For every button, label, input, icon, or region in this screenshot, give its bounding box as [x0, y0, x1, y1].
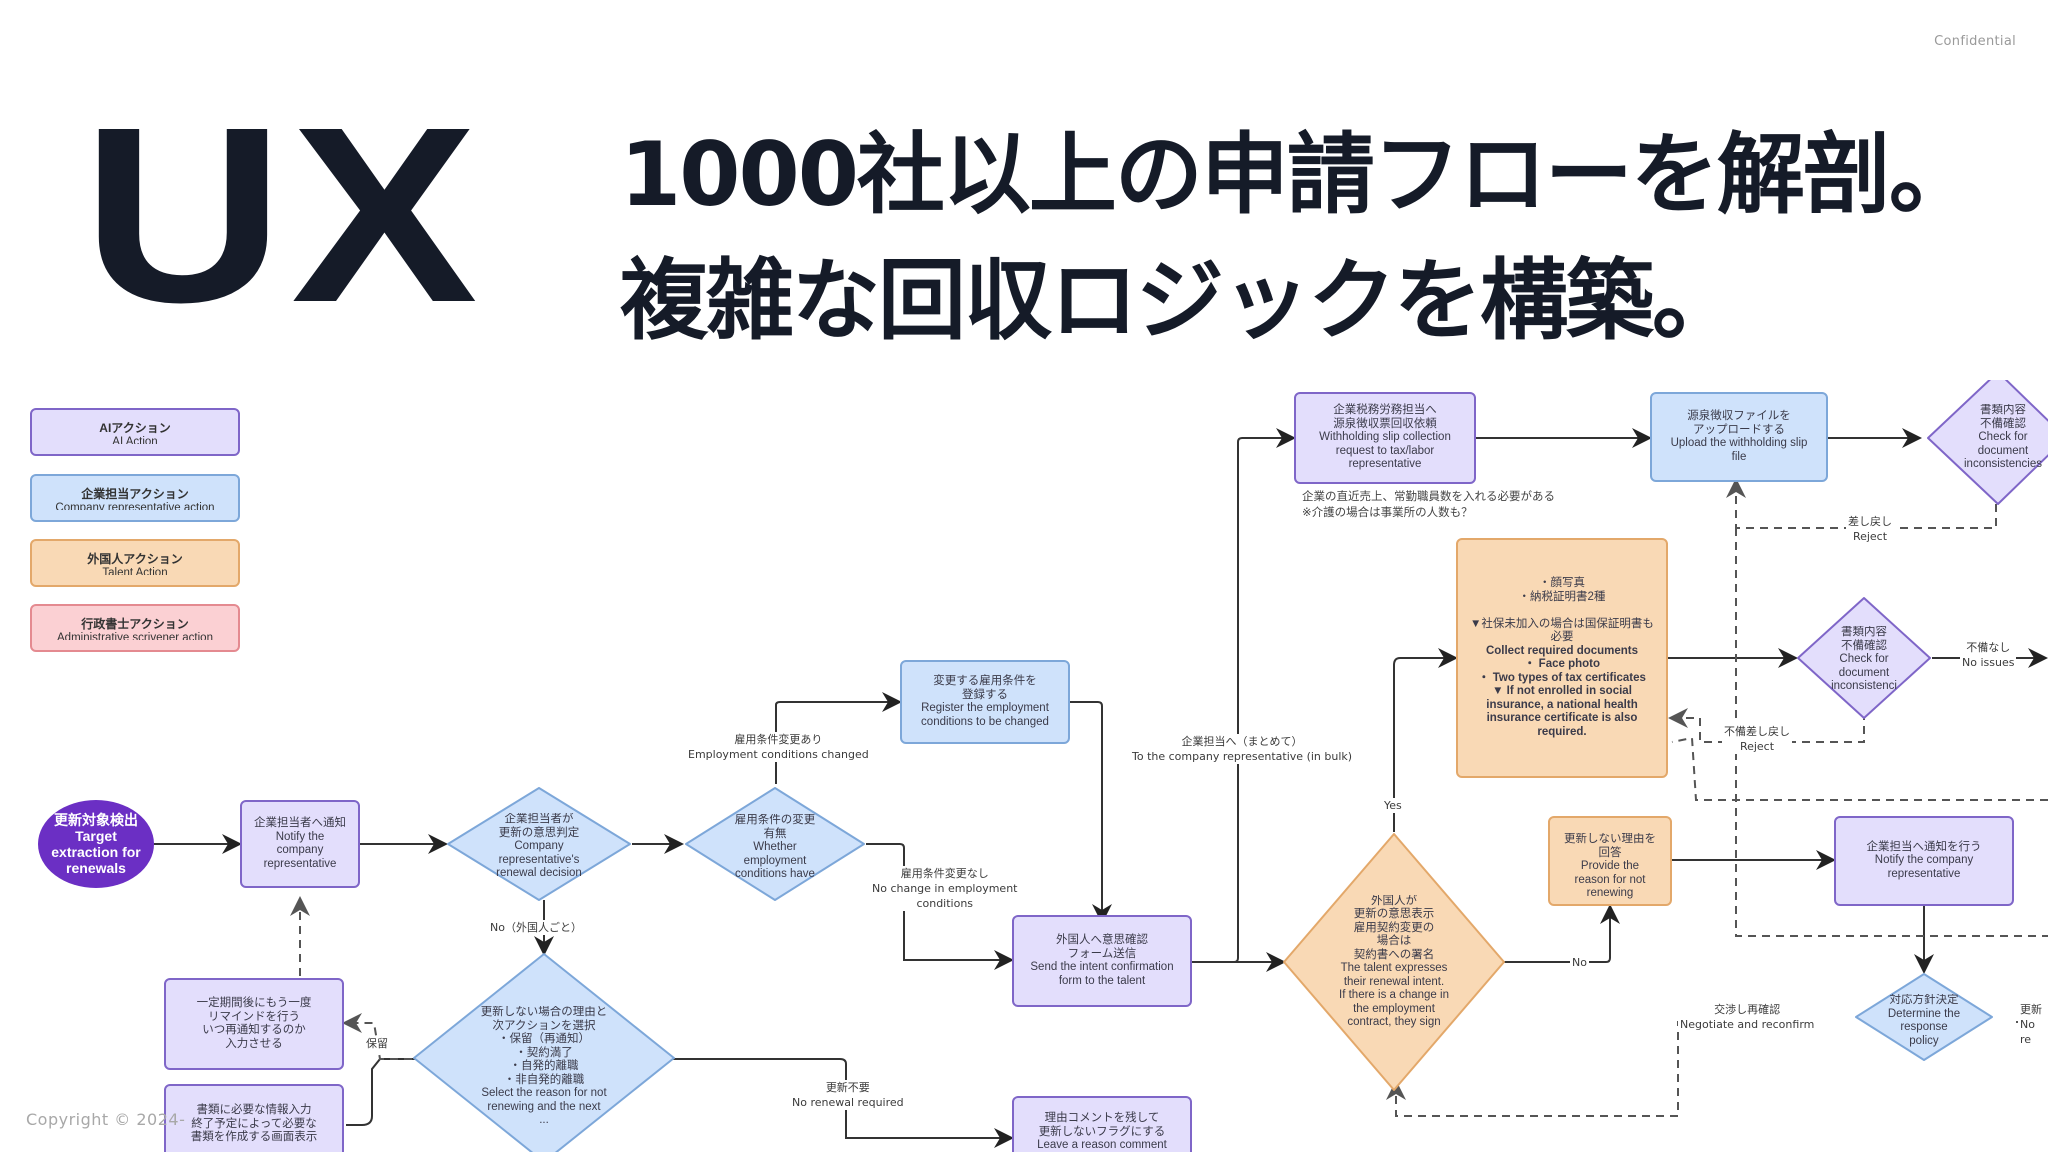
node-text: 更新しない理由を 回答 Provide the reason for not r… [1564, 833, 1656, 900]
edge-no [1504, 904, 1620, 963]
edge-label-no-per-talent: No（外国人ごと） [488, 920, 584, 935]
edge-label-no: No [1570, 955, 1589, 970]
node-remind-later[interactable]: 一定期間後にもう一度 リマインドを行う いつ再通知するのか 入力させる [164, 978, 344, 1070]
decision-talent-intent[interactable]: 外国人が 更新の意思表示 雇用契約変更の 場合は 契約書への署名 The tal… [1282, 832, 1506, 1092]
legend-admin-action: 行政書士アクション Administrative scrivener actio… [30, 604, 240, 652]
edge-nochange [866, 843, 1014, 970]
node-upload-slip[interactable]: 源泉徴収ファイルを アップロードする Upload the withholdin… [1650, 392, 1828, 482]
edge-changed [775, 692, 902, 784]
legend-label: AIアクション [99, 420, 171, 435]
legend-company-action: 企業担当アクション Company representative action [30, 474, 240, 522]
confidential-label: Confidential [1934, 34, 2016, 49]
decision-text: 雇用条件の変更 有無 Whether employment conditions… [734, 814, 816, 881]
legend-talent-action: 外国人アクション Talent Action [30, 539, 240, 587]
legend-sublabel: Talent Action [102, 566, 168, 575]
edge-label-no-change: 雇用条件変更なし No change in employment conditi… [870, 866, 1020, 911]
edge-upload-loop [1735, 528, 2048, 937]
node-notify-company[interactable]: 企業担当へ通知を行う Notify the company representa… [1834, 816, 2014, 906]
flow-diagram: AIアクション AI Action 企業担当アクション Company repr… [0, 380, 2048, 1152]
node-collect-documents[interactable]: ・顔写真 ・納税証明書2種 ▼社保未加入の場合は国保証明書も 必要 Collec… [1456, 538, 1668, 778]
edge-label-negotiate: 交渉し再確認 Negotiate and reconfirm [1678, 1002, 1817, 1032]
decision-conditions-changed[interactable]: 雇用条件の変更 有無 Whether employment conditions… [684, 786, 866, 902]
legend-label: 企業担当アクション [81, 486, 189, 501]
legend-sublabel: AI Action [112, 435, 158, 444]
node-leave-comment[interactable]: 理由コメントを残して 更新しないフラグにする Leave a reason co… [1012, 1096, 1192, 1152]
edge-doc-input-loop [346, 1058, 680, 1126]
headline-line-1: 1000社以上の申請フローを解剖。 [620, 123, 1977, 226]
node-notify-rep[interactable]: 企業担当者へ通知 Notify the company representati… [240, 800, 360, 888]
withholding-note: 企業の直近売上、常勤職員数を入れる必要がある ※介護の場合は事業所の人数も？ [1302, 489, 1555, 519]
decision-text: 書類内容 不備確認 Check for document inconsisten… [1964, 404, 2042, 471]
edge-hold [342, 1013, 412, 1060]
edge-reject-mid2 [1671, 736, 2048, 801]
edge-label-reject-top: 差し戻し Reject [1846, 514, 1894, 544]
decision-response-policy[interactable]: 対応方針決定 Determine the response policy [1854, 972, 1994, 1062]
edge-label-to-company-bulk: 企業担当へ（まとめて） To the company representativ… [1130, 734, 1355, 764]
edge-label-yes: Yes [1382, 798, 1404, 813]
edge-label-hold: 保留 [364, 1036, 390, 1051]
edge-label-no-renewal-required: 更新不要 No renewal required [790, 1080, 906, 1110]
decision-text: 企業担当者が 更新の意思判定 Company representative's … [496, 813, 582, 880]
node-send-intent-form[interactable]: 外国人へ意思確認 フォーム送信 Send the intent confirma… [1012, 915, 1192, 1007]
legend-ai-action: AIアクション AI Action [30, 408, 240, 456]
legend-label: 外国人アクション [87, 551, 183, 566]
node-doc-input[interactable]: 書類に必要な情報入力 終了予定によって必要な 書類を作成する画面表示 [164, 1084, 344, 1152]
decision-select-reason[interactable]: 更新しない場合の理由と 次アクションを選択 ・保留（再通知） ・契約満了 ・自発… [412, 952, 676, 1152]
edge-label-conditions-changed: 雇用条件変更あり Employment conditions changed [686, 732, 871, 762]
decision-rep-renewal[interactable]: 企業担当者が 更新の意思判定 Company representative's … [446, 786, 632, 902]
decision-check-docs-mid[interactable]: 書類内容 不備確認 Check for document inconsisten… [1796, 596, 1932, 720]
ux-title: UX [82, 75, 485, 354]
decision-check-docs-top[interactable]: 書類内容 不備確認 Check for document inconsisten… [1918, 380, 2048, 506]
node-provide-reason[interactable]: 更新しない理由を 回答 Provide the reason for not r… [1548, 816, 1672, 906]
headline-line-2: 複雑な回収ロジックを構築。 [620, 249, 1740, 352]
edge-label-no-issues: 不備なし No issues [1960, 640, 2017, 670]
collect-docs-jp: ・顔写真 ・納税証明書2種 ▼社保未加入の場合は国保証明書も 必要 [1470, 577, 1654, 643]
edge-label-no-renewal-right: 更新 No re [2018, 1002, 2048, 1047]
decision-text: 更新しない場合の理由と 次アクションを選択 ・保留（再通知） ・契約満了 ・自発… [480, 1006, 608, 1127]
node-withholding-request[interactable]: 企業税務労務担当へ 源泉徴収票回収依頼 Withholding slip col… [1294, 392, 1476, 484]
headline: 1000社以上の申請フローを解剖。 複雑な回収ロジックを構築。 [620, 112, 1977, 364]
edge-noneed [676, 1058, 1014, 1148]
legend-sublabel: Administrative scrivener action [57, 631, 213, 640]
edge-label-reject-mid: 不備差し戻し Reject [1722, 724, 1792, 754]
edge-bulk [1192, 428, 1296, 963]
edge-register-send [1070, 701, 1112, 924]
start-node-renewal-extraction[interactable]: 更新対象検出 Target extraction for renewals [38, 800, 154, 888]
copyright: Copyright © 2024- [26, 1110, 186, 1129]
edge-yes [1393, 648, 1458, 832]
node-register-conditions[interactable]: 変更する雇用条件を 登録する Register the employment c… [900, 660, 1070, 744]
legend-label: 行政書士アクション [81, 616, 189, 631]
decision-text: 書類内容 不備確認 Check for document inconsisten… [1831, 626, 1897, 693]
edge-reject-mid [1668, 698, 1865, 743]
collect-docs-en: Collect required documents ・ Face photo … [1478, 644, 1646, 738]
legend-sublabel: Company representative action [55, 501, 215, 510]
decision-text: 外国人が 更新の意思表示 雇用契約変更の 場合は 契約書への署名 The tal… [1339, 894, 1449, 1029]
decision-text: 対応方針決定 Determine the response policy [1887, 994, 1961, 1047]
